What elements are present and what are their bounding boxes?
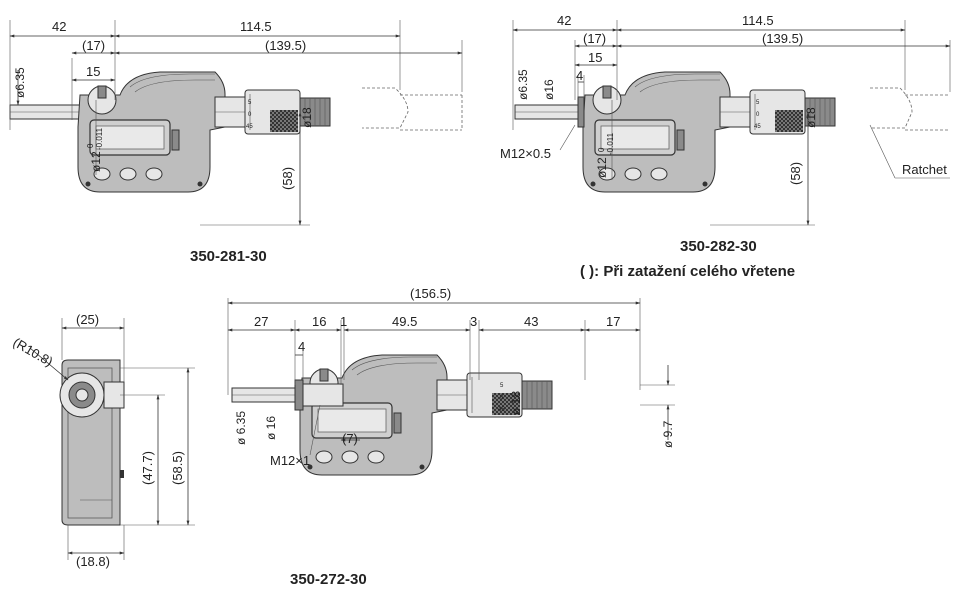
scale-marks-m3: 5 0 45 xyxy=(498,383,505,413)
micrometer-350-272-30: 5 0 45 (156.5) 27 16 1 49.5 3 43 17 4 ø … xyxy=(227,286,675,588)
dim-side-18-8: (18.8) xyxy=(76,554,110,569)
dim-m2-d12: ø12 xyxy=(595,157,609,178)
dim-m3-7: (7) xyxy=(342,431,358,446)
svg-text:45: 45 xyxy=(498,407,505,413)
dim-m2-d16: ø16 xyxy=(542,79,556,100)
dim-m1-42: 42 xyxy=(52,19,66,34)
svg-text:0: 0 xyxy=(248,112,252,118)
dim-m2-17: (17) xyxy=(583,31,606,46)
scale-marks-m2: 5 0 45 xyxy=(754,100,761,130)
dim-m1-58: (58) xyxy=(280,167,295,190)
dim-m1-d635: ø6.35 xyxy=(13,67,27,98)
label-350-282-30: 350-282-30 xyxy=(680,238,757,255)
dim-m1-15: 15 xyxy=(86,64,100,79)
dim-m2-15: 15 xyxy=(588,50,602,65)
scale-marks-m1: 5 0 45 xyxy=(246,100,253,130)
dim-m3-d635: ø 6.35 xyxy=(234,411,248,445)
svg-text:5: 5 xyxy=(248,100,252,106)
svg-text:45: 45 xyxy=(754,124,761,130)
dim-m3-1: 1 xyxy=(340,314,347,329)
svg-text:0: 0 xyxy=(756,112,760,118)
dim-side-58-5: (58.5) xyxy=(170,451,185,485)
dim-m3-d18: ø 18 xyxy=(509,391,523,415)
dim-m1-139-5: (139.5) xyxy=(265,38,306,53)
label-350-281-30: 350-281-30 xyxy=(190,248,267,265)
dim-m2-d635: ø6.35 xyxy=(516,69,530,100)
dim-m3-49-5: 49.5 xyxy=(392,314,417,329)
dim-m2-114-5: 114.5 xyxy=(742,13,774,28)
micrometer-350-281-30: 5 0 45 42 114.5 (17) (139.5) 15 ø6.35 xyxy=(9,19,463,265)
svg-text:-0.011: -0.011 xyxy=(95,127,104,150)
retraction-note: ( ): Při zatažení celého vřetene xyxy=(580,263,795,280)
dim-m2-58: (58) xyxy=(788,162,803,185)
dim-m1-d12: ø12 xyxy=(89,151,103,172)
svg-text:0: 0 xyxy=(86,143,95,148)
dim-m2-4: 4 xyxy=(576,68,583,83)
dim-m1-17: (17) xyxy=(82,38,105,53)
dim-m3-d16: ø 16 xyxy=(264,416,278,440)
dim-m3-43: 43 xyxy=(524,314,538,329)
dim-m3-17: 17 xyxy=(606,314,620,329)
dim-m3-4: 4 xyxy=(298,339,305,354)
svg-text:45: 45 xyxy=(246,124,253,130)
dim-m2-139-5: (139.5) xyxy=(762,31,803,46)
svg-text:0: 0 xyxy=(597,147,606,152)
micrometer-350-282-30: 5 0 45 42 114.5 (17) (139.5) 15 4 ø6.35 … xyxy=(500,13,951,280)
dim-m3-3: 3 xyxy=(470,314,477,329)
dim-m1-114-5: 114.5 xyxy=(240,19,272,34)
dim-side-47-7: (47.7) xyxy=(140,451,155,485)
svg-text:5: 5 xyxy=(756,100,760,106)
svg-text:0: 0 xyxy=(500,395,504,401)
dim-m2-42: 42 xyxy=(557,13,571,28)
dim-m3-16: 16 xyxy=(312,314,326,329)
label-350-272-30: 350-272-30 xyxy=(290,571,367,588)
dim-m3-m12x1: M12×1 xyxy=(270,453,310,468)
dim-m3-d97: ø 9.7 xyxy=(661,420,675,448)
dim-m1-d18: ø18 xyxy=(300,107,314,128)
svg-text:-0.011: -0.011 xyxy=(606,132,615,155)
dim-m2-d18: ø18 xyxy=(804,107,818,128)
dim-m3-156-5: (156.5) xyxy=(410,286,451,301)
dim-side-25: (25) xyxy=(76,312,99,327)
dim-m3-27: 27 xyxy=(254,314,268,329)
dim-side-r108: (R10.8) xyxy=(11,335,56,370)
ratchet-label: Ratchet xyxy=(902,162,947,177)
svg-text:5: 5 xyxy=(500,383,504,389)
side-view: (25) (R10.8) (47.7) (58.5) (18.8) xyxy=(11,312,195,569)
dim-m2-m12: M12×0.5 xyxy=(500,146,551,161)
